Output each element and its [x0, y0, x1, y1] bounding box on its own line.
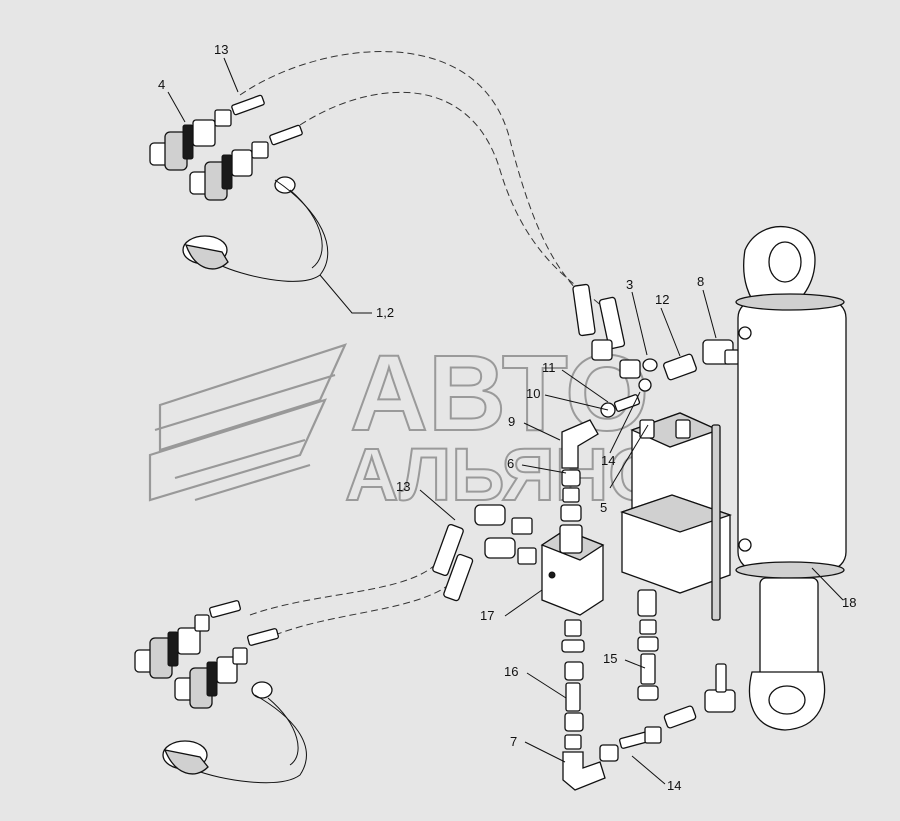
- callout-18: 18: [842, 595, 856, 610]
- dust-cap-lower: [162, 681, 307, 784]
- callout-13-upper: 13: [214, 42, 228, 57]
- callout-3: 3: [626, 277, 633, 292]
- callout-labels: 4 13 1,2 3 8 12 11 10 9 14 5 6 13 17 18 …: [158, 42, 856, 793]
- elbow-9: [561, 419, 599, 469]
- callout-8: 8: [697, 274, 704, 289]
- callout-4: 4: [158, 77, 165, 92]
- callout-14-lower: 14: [667, 778, 681, 793]
- watermark-text-line2: АЛЬЯНС: [345, 433, 662, 516]
- quick-coupling-lower-2: [174, 656, 238, 709]
- washer-3: [642, 358, 658, 372]
- callout-14-upper: 14: [601, 453, 615, 468]
- adapter-12: [663, 353, 697, 381]
- callout-6: 6: [507, 456, 514, 471]
- callout-17: 17: [480, 608, 494, 623]
- callout-10: 10: [526, 386, 540, 401]
- pipe-14-lower: [599, 663, 736, 762]
- hydraulic-cylinder-18: [735, 226, 847, 731]
- fitting-6: [560, 469, 582, 522]
- small-fittings-upper: [600, 378, 652, 418]
- valve-block-17: [540, 524, 605, 616]
- callout-9: 9: [508, 414, 515, 429]
- leader-lines: [167, 57, 844, 785]
- watermark-logo: [148, 343, 348, 502]
- callout-11: 11: [542, 360, 556, 375]
- fitting-stack-16: [561, 619, 585, 750]
- callout-16: 16: [504, 664, 518, 679]
- elbow-8: [702, 339, 740, 365]
- callout-13-lower: 13: [396, 479, 410, 494]
- elbow-7: [562, 751, 606, 791]
- callout-12: 12: [655, 292, 669, 307]
- callout-1-2: 1,2: [376, 305, 394, 320]
- callout-5: 5: [600, 500, 607, 515]
- fitting-stack-15: [637, 589, 659, 701]
- hose-fitting-upper-1: [214, 94, 265, 127]
- solenoid-valve-5: [619, 412, 733, 621]
- hose-lines: [239, 51, 606, 636]
- quick-coupling-lower-1: [134, 627, 201, 679]
- callout-7: 7: [510, 734, 517, 749]
- hose-fitting-upper-2: [251, 124, 303, 159]
- hose-elbows-13-lower: [432, 504, 537, 602]
- hose-end-fittings-upper: [572, 283, 641, 379]
- quick-coupling-upper-1: [149, 119, 216, 171]
- dust-cap-upper: [182, 176, 329, 282]
- hose-fitting-lower-2: [232, 628, 279, 665]
- quick-coupling-upper-2: [189, 149, 253, 201]
- callout-15: 15: [603, 651, 617, 666]
- hose-fitting-lower-1: [194, 600, 241, 632]
